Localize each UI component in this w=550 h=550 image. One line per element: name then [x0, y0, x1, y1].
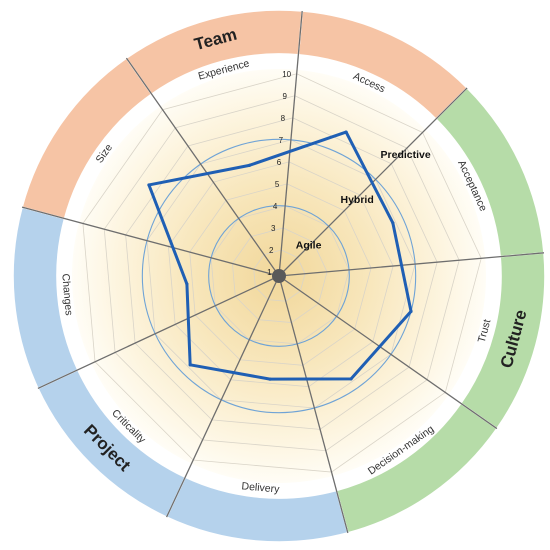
tick-label-4: 4: [273, 202, 278, 211]
data-point-trust: [409, 309, 413, 313]
spoke-5: [165, 275, 280, 518]
grid-ring-4: [210, 205, 350, 345]
spoke-4: [278, 275, 349, 534]
category-label-delivery: Delivery: [241, 480, 281, 495]
grid-ring-2: [253, 249, 306, 302]
spoke-2: [278, 252, 545, 277]
data-point-acceptance: [391, 221, 395, 225]
grid-ring-7: [146, 139, 416, 409]
spoke-6: [37, 275, 280, 390]
zone-boundary-hybrid: [141, 138, 417, 414]
tick-label-6: 6: [277, 158, 282, 167]
data-point-experience: [247, 163, 251, 167]
data-point-changes: [185, 282, 189, 286]
tick-label-2: 2: [269, 246, 274, 255]
tick-label-1: 1: [267, 268, 272, 277]
tick-label-7: 7: [279, 136, 284, 145]
grid-ring-10: [82, 73, 482, 473]
zone-boundary-agile: [208, 205, 350, 347]
grid-ring-6: [167, 161, 394, 388]
data-point-delivery: [268, 377, 272, 381]
grid-ring-3: [232, 227, 328, 323]
data-point-criticality: [188, 363, 192, 367]
spoke-7: [21, 206, 280, 277]
category-label-trust: Trust: [476, 318, 494, 344]
category-label-changes: Changes: [59, 273, 75, 316]
zone-label-agile: Agile: [296, 239, 322, 251]
grid-ring-8: [125, 117, 438, 430]
outer-ring: [12, 9, 546, 543]
tick-label-8: 8: [281, 114, 286, 123]
tick-label-10: 10: [282, 70, 291, 79]
spoke-3: [278, 275, 498, 430]
spoke-8: [125, 57, 280, 277]
tick-label-9: 9: [283, 92, 288, 101]
data-point-access: [344, 130, 348, 134]
spoke-0: [278, 10, 303, 277]
tick-label-5: 5: [275, 180, 280, 189]
data-point-size: [147, 183, 151, 187]
zone-label-hybrid: Hybrid: [340, 194, 373, 206]
grid-ring-9: [103, 95, 460, 452]
center-hub: [272, 269, 286, 283]
data-series-polygon: [147, 130, 413, 381]
grid-ring-5: [189, 183, 372, 366]
data-point-decision-making: [349, 377, 353, 381]
tick-label-3: 3: [271, 224, 276, 233]
zone-label-predictive: Predictive: [381, 149, 431, 161]
